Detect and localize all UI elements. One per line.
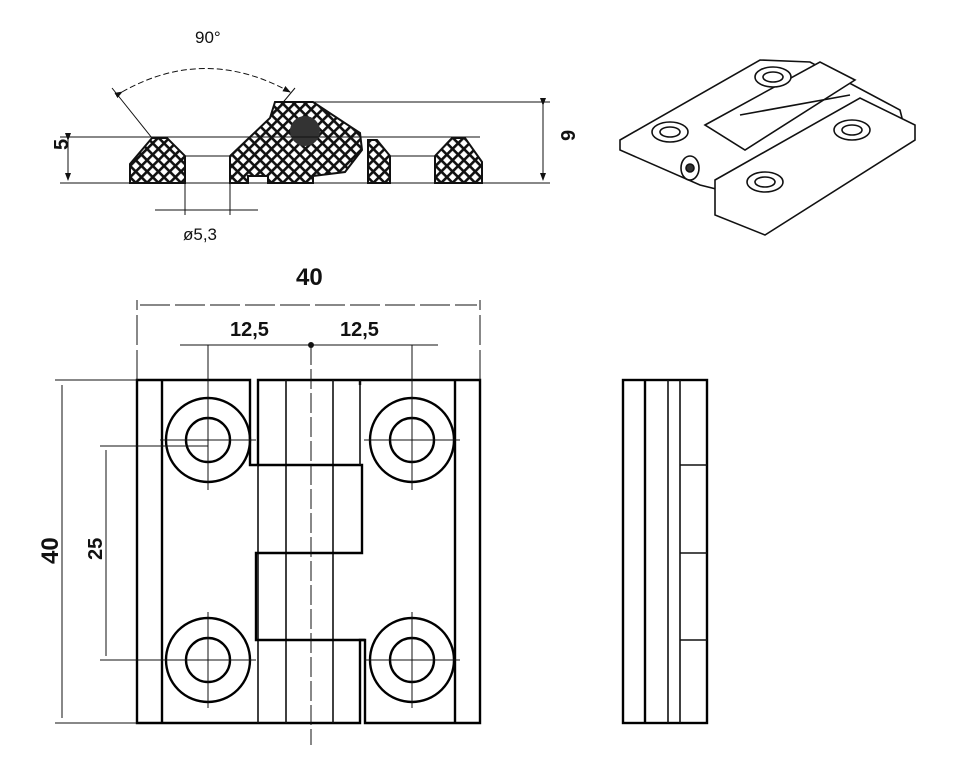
angle-label: 90° — [195, 28, 221, 47]
height-5-label: 5 — [51, 139, 73, 150]
front-view: 40 12,5 12,5 40 25 — [37, 264, 482, 745]
left-offset-label: 12,5 — [230, 319, 269, 341]
height-40-label: 40 — [37, 537, 64, 564]
hole-spacing-label: 25 — [85, 538, 107, 560]
height-9-label: 9 — [558, 130, 580, 141]
width-40-label: 40 — [296, 264, 323, 291]
pin-section — [290, 116, 320, 146]
hole-diameter-label: ø5,3 — [183, 225, 217, 244]
section-right-knuckle — [367, 139, 391, 184]
isometric-view — [619, 59, 916, 236]
section-view: 90° 5 9 ø5,3 — [51, 28, 580, 244]
right-offset-label: 12,5 — [340, 319, 379, 341]
section-left-leaf — [129, 137, 186, 184]
section-right-leaf — [434, 137, 483, 184]
side-view — [621, 378, 709, 725]
mounting-holes — [160, 345, 460, 708]
